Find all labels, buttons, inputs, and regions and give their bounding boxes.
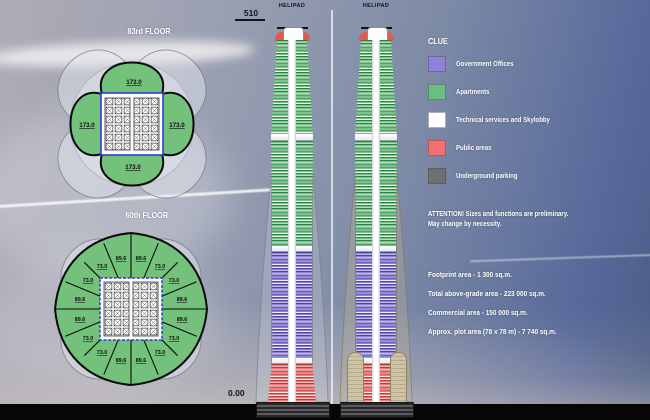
plan83-dim-left: 173.0 [79,122,95,129]
technical-services-swatch [428,112,446,128]
tower-right-base-petal [390,352,407,405]
plan60-elevator-bank [103,281,130,337]
tower-right-base-petal [347,352,364,405]
plan60-dim: 73.0 [169,336,180,342]
plan83-drawing: 173.0 173.0 173.0 173.0 [57,49,207,199]
plan60-dim: 73.0 [83,278,94,284]
plan83-elevator-bank [104,97,131,151]
tower-left-core [288,40,296,402]
plan83-title: 83rd FLOOR [127,26,171,36]
tower-left-underground-parking [256,402,330,418]
plan60-dim: 89.6 [177,317,188,323]
legend-item-public-areas: Public areas [428,140,565,156]
legend: CLUE Government Offices Apartments Techn… [428,36,565,196]
stat-footprint: Footprint area - 1 300 sq.m. [428,270,512,279]
tower-right-flare-shell [339,172,413,403]
helipad-label-right: HELIPAD [362,3,390,9]
area-stats: Footprint area - 1 300 sq.m. Total above… [428,270,648,346]
plan60-dim: 89.6 [75,317,86,323]
plan60-dim: 89.6 [136,256,147,262]
legend-item-government-offices: Government Offices [428,56,565,72]
stat-commercial: Commercial area - 150 000 sq.m. [428,308,528,317]
tower-right-underground-parking [340,402,414,418]
legend-item-apartments: Apartments [428,84,565,100]
plan60-dim: 73.0 [83,336,94,342]
underground-parking-swatch [428,168,446,184]
plan60-drawing: 89.6 73.0 73.0 89.6 89.6 73.0 73.0 89.6 … [53,231,209,387]
panel-divider [331,10,333,404]
plan60-title: 60th FLOOR [125,210,169,220]
apartments-swatch [428,84,446,100]
contrail [470,253,650,262]
plan60-dim: 73.0 [169,278,180,284]
stat-above-grade: Total above-grade area - 223 000 sq.m. [428,289,546,298]
public-areas-swatch [428,140,446,156]
plan83-dim-top: 173.0 [126,79,142,86]
attention-note: ATTENTION! Sizes and functions are preli… [428,211,569,228]
stat-plot: Approx. plot area (78 x 78 m) - 7 740 sq… [428,327,557,336]
plan60-dim: 89.6 [75,297,86,303]
plan60-dim: 89.6 [177,297,188,303]
plan83-dim-bottom: 173.0 [125,164,141,171]
plan60-dim: 73.0 [97,264,108,270]
height-510-line [235,19,265,21]
government-offices-swatch [428,56,446,72]
plan83-dim-right: 173.0 [169,122,185,129]
legend-item-underground-parking: Underground parking [428,168,565,184]
helipad-label-left: HELIPAD [278,3,306,9]
legend-title: CLUE [428,36,448,46]
plan60-elevator-bank [132,281,159,337]
plan60-dim: 73.0 [97,350,108,356]
tower-right-core [372,40,380,402]
tower-left-flare-shell [255,172,329,403]
plan60-dim: 73.0 [155,264,166,270]
ground-level-label: 0.00 [228,388,245,398]
plan60-dim: 73.0 [155,350,166,356]
plan60-dim: 89.6 [136,358,147,364]
height-510-label: 510 [243,8,259,18]
legend-item-technical-services: Technical services and Skylobby [428,112,565,128]
plan60-dim: 89.6 [116,358,127,364]
plan60-dim: 89.6 [116,256,127,262]
plan83-elevator-bank [133,97,160,151]
